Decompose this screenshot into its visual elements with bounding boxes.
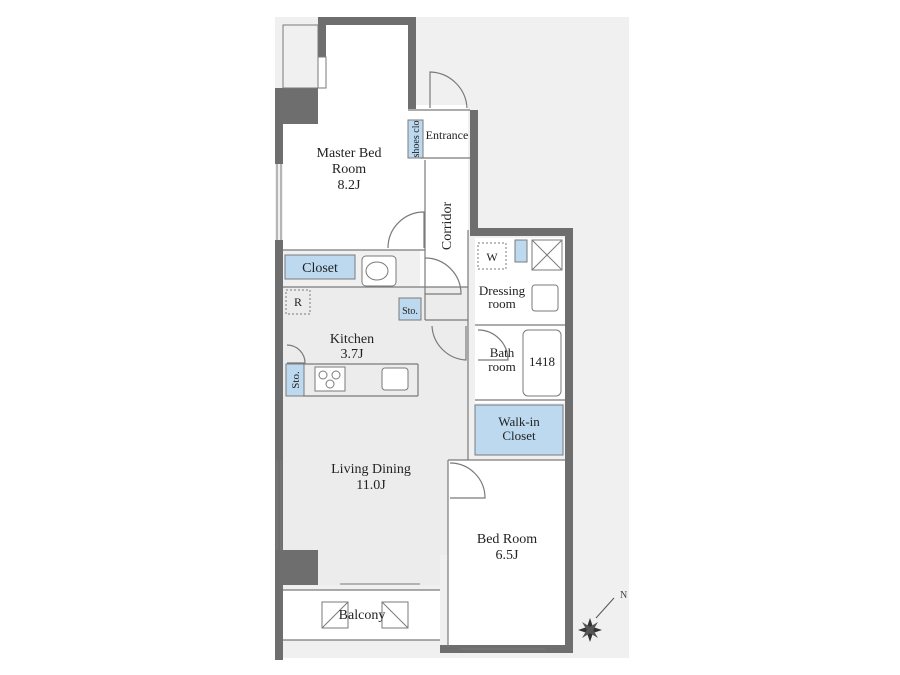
entrance-label: Entrance [426,128,469,142]
compass-icon: N [578,590,627,642]
kitchen-size: 3.7J [341,347,365,362]
dressing-label-line1: Dressing [479,283,526,298]
kitchen-door [431,325,467,361]
walk-in-closet-area [474,404,564,456]
dressing-label-line2: room [488,296,515,311]
dressing-cabinet-area [514,239,528,263]
corridor-label: Corridor [440,202,455,251]
master-bed-label-line1: Master Bed [317,146,382,161]
storage-door [286,344,306,364]
kitchen-sink [381,367,409,391]
refrigerator-label: R [294,295,302,309]
closet-fills [284,119,564,456]
kitchen-label: Kitchen [330,332,374,347]
walk-in-closet-label-line1: Walk-in [498,414,540,429]
corridor-door [424,257,462,295]
storage-kitchen-area [285,363,305,397]
washbasin [531,284,559,312]
storage-hall-area [398,297,422,321]
bath-label-line1: Bath [490,345,515,360]
master-bed-label-line2: Room [332,162,366,177]
bathtub [522,329,562,397]
balcony-label: Balcony [339,608,386,623]
refrigerator-space [285,289,311,315]
bath-door [477,329,509,361]
stove [314,366,346,392]
room-labels: Master Bed Room 8.2J Entrance shoes clo … [290,121,555,623]
partitions [283,109,565,647]
fixtures [285,239,563,629]
closet-area [284,254,356,280]
toilet-bowl [365,261,389,281]
bath-label-line2: room [488,359,515,374]
walk-in-closet-label-line2: Closet [502,428,536,443]
master-bed-door [387,211,425,249]
living-dining-label: Living Dining [331,462,411,477]
washer-space [477,242,507,270]
storage-kitchen-label: Sto. [290,371,302,389]
washer-label: W [486,250,498,264]
closet-label: Closet [302,261,338,276]
living-dining-size: 11.0J [356,478,386,493]
bed-room-door [449,462,486,499]
doors [286,71,509,499]
shoes-closet-area [407,119,424,159]
compass-north-label: N [620,590,627,601]
bed-room-size: 6.5J [496,548,520,563]
entrance-door [429,71,468,109]
shoes-closet-label: shoes clo [411,121,422,158]
bath-unit-label: 1418 [529,354,555,369]
bed-room-label: Bed Room [477,532,537,547]
master-bed-size: 8.2J [338,178,362,193]
storage-hall-label: Sto. [402,306,418,317]
floor-areas [283,25,565,647]
windows [276,24,545,650]
